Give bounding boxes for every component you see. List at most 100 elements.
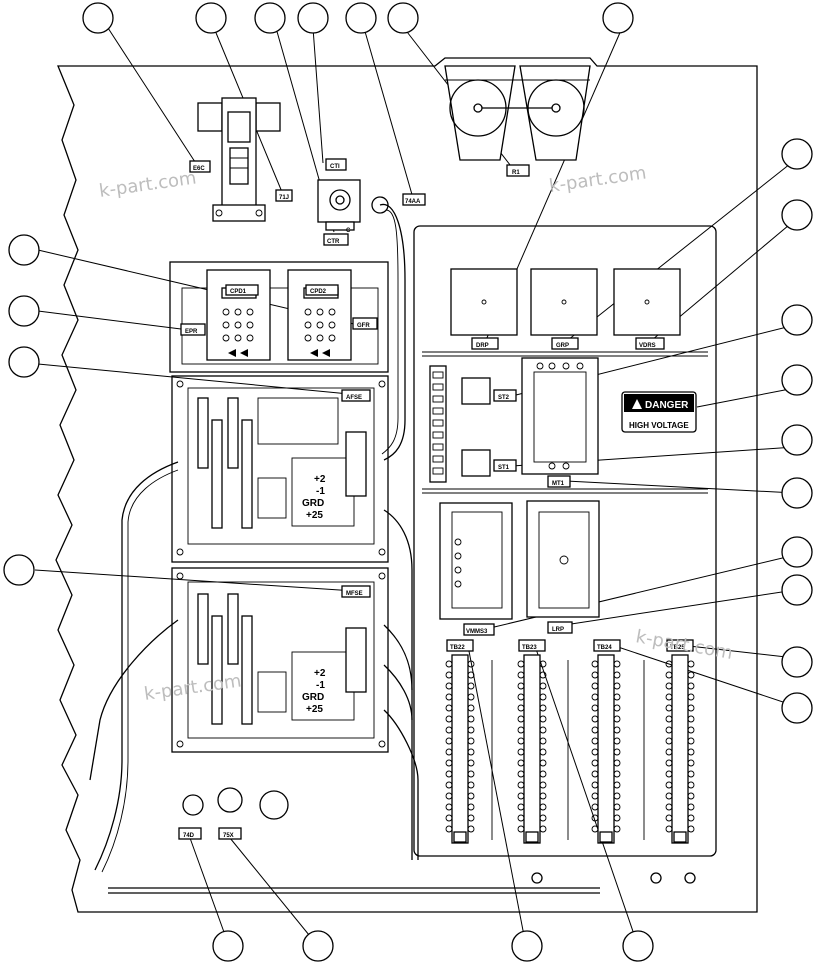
terminal-screw — [467, 693, 475, 701]
watermark-text: k-part.com — [143, 671, 243, 705]
terminal-screw — [539, 726, 547, 734]
callout-circle — [8, 234, 40, 266]
terminal-screw — [539, 682, 547, 690]
terminal-screw — [687, 737, 695, 745]
terminal-screw — [445, 726, 453, 734]
terminal-screw — [591, 671, 599, 679]
terminal-block-foot — [599, 831, 613, 843]
callout-circle — [302, 930, 334, 962]
callout-circle — [8, 295, 40, 327]
cpd2-block — [287, 269, 352, 361]
terminal-screw — [467, 759, 475, 767]
terminal-screw — [613, 660, 621, 668]
callout-circle — [3, 554, 35, 586]
right-subpanel — [413, 225, 717, 857]
terminal-block-body — [671, 654, 689, 844]
terminal-screw — [591, 770, 599, 778]
terminal-screw — [467, 715, 475, 723]
label-st1: ST1 — [498, 465, 510, 471]
callout-circle — [781, 424, 813, 456]
terminal-screw — [665, 803, 673, 811]
terminal-screw — [591, 748, 599, 756]
terminal-screw — [591, 814, 599, 822]
terminal-screw — [467, 770, 475, 778]
terminal-screw — [687, 814, 695, 822]
mfse-module: +2 -1 GRD +25 — [171, 567, 389, 753]
callout-circle — [254, 2, 286, 34]
watermarks: k-part.com k-part.com k-part.com k-part.… — [98, 163, 735, 705]
terminal-screw — [445, 715, 453, 723]
callout-circle — [297, 2, 329, 34]
resistor-r1 — [444, 65, 591, 161]
terminal-screw — [613, 748, 621, 756]
label-gfr: GFR — [357, 323, 370, 329]
label-tb22: TB22 — [450, 645, 465, 651]
terminal-screw — [517, 671, 525, 679]
terminal-screw — [467, 660, 475, 668]
label-r1: R1 — [512, 170, 520, 176]
terminal-screw — [517, 792, 525, 800]
terminal-screw — [591, 737, 599, 745]
terminal-screw — [591, 759, 599, 767]
terminal-screw — [467, 726, 475, 734]
terminal-screw — [613, 682, 621, 690]
leader-lines — [34, 27, 796, 947]
terminal-screw — [539, 693, 547, 701]
ct-small-letter: C — [346, 228, 351, 234]
terminal-screw — [665, 682, 673, 690]
label-afse: AFSE — [346, 395, 362, 401]
terminal-screw — [517, 682, 525, 690]
terminal-screw — [517, 781, 525, 789]
terminal-screw — [517, 814, 525, 822]
terminal-screw — [445, 682, 453, 690]
label-ctr: CTR — [327, 239, 340, 245]
mfse-terminal-plus2: +2 — [314, 668, 326, 679]
terminal-block-body — [451, 654, 469, 844]
terminal-screw — [517, 770, 525, 778]
terminal-screw — [687, 759, 695, 767]
terminal-block-foot — [453, 831, 467, 843]
label-mt1: MT1 — [552, 481, 565, 487]
terminal-screw — [467, 737, 475, 745]
terminal-screw — [591, 803, 599, 811]
label-cpd1: CPD1 — [230, 289, 247, 295]
callout-circle — [781, 646, 813, 678]
st2-device — [461, 377, 491, 405]
terminal-screw — [445, 660, 453, 668]
terminal-screw — [687, 770, 695, 778]
terminal-screw — [539, 803, 547, 811]
cable-left-2 — [89, 619, 179, 781]
callout-circle — [781, 199, 813, 231]
danger-title: DANGER — [645, 400, 689, 411]
terminal-screw — [517, 660, 525, 668]
bottom-knockouts — [182, 787, 696, 884]
terminal-screw — [467, 781, 475, 789]
label-tb25: TB25 — [670, 645, 685, 651]
label-cti: CTI — [330, 164, 340, 170]
terminal-screw — [591, 693, 599, 701]
terminal-screw — [613, 770, 621, 778]
mfse-terminal-plus25: +25 — [306, 704, 323, 715]
terminal-screw — [665, 781, 673, 789]
terminal-screw — [665, 715, 673, 723]
callout-circle — [212, 930, 244, 962]
terminal-screw — [665, 660, 673, 668]
terminal-screw — [445, 770, 453, 778]
label-epr: EPR — [185, 329, 198, 335]
cable-left — [94, 461, 179, 871]
label-71j: 71J — [279, 195, 289, 201]
label-74d: 74D — [183, 833, 195, 839]
terminal-screw — [687, 704, 695, 712]
terminal-block-foot — [525, 831, 539, 843]
terminal-screw — [539, 770, 547, 778]
label-lrp: LRP — [552, 627, 564, 633]
danger-subtitle: HIGH VOLTAGE — [629, 421, 689, 430]
terminal-screw — [467, 682, 475, 690]
terminal-screw — [467, 748, 475, 756]
terminal-screw — [517, 726, 525, 734]
resistor-plates — [450, 268, 681, 336]
terminal-screw — [665, 814, 673, 822]
terminal-screw — [445, 748, 453, 756]
terminal-screw — [591, 825, 599, 833]
terminal-screw — [687, 693, 695, 701]
